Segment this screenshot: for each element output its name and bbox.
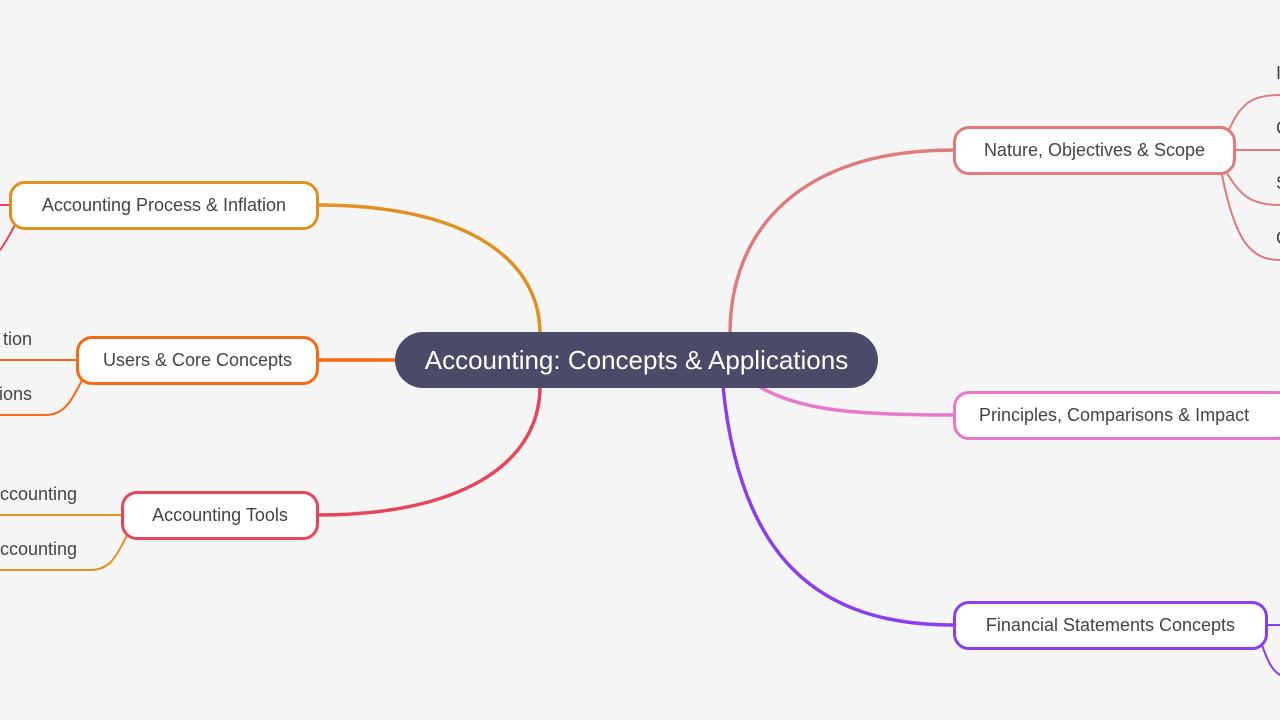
- link-financial: [721, 384, 955, 627]
- node-label: Users & Core Concepts: [102, 350, 293, 370]
- node-users-core[interactable]: Users & Core Concepts: [76, 336, 319, 385]
- leaf-nature-2[interactable]: C: [1276, 118, 1280, 139]
- root-node[interactable]: Accounting: Concepts & Applications: [395, 332, 878, 388]
- leaf-users-1[interactable]: tion: [2, 329, 32, 349]
- link-process: [317, 203, 542, 336]
- link-tools: [317, 384, 542, 517]
- leaf-nature-3[interactable]: S: [1276, 173, 1280, 194]
- node-principles[interactable]: Principles, Comparisons & Impact: [953, 391, 1280, 440]
- node-label: Accounting Process & Inflation: [41, 195, 287, 215]
- node-label: Financial Statements Concepts: [985, 615, 1236, 635]
- node-nature-objectives[interactable]: Nature, Objectives & Scope: [953, 126, 1236, 175]
- node-financial-statements[interactable]: Financial Statements Concepts: [953, 601, 1268, 650]
- leaf-users-2[interactable]: ions: [0, 384, 32, 404]
- leaf-nature-1[interactable]: I: [1276, 63, 1280, 83]
- link-principles: [756, 384, 955, 417]
- leaf-tools-1[interactable]: ccounting: [0, 484, 77, 504]
- node-accounting-process[interactable]: Accounting Process & Inflation: [9, 181, 319, 230]
- leaf-tools-2[interactable]: ccounting: [0, 539, 77, 559]
- leaf-nature-4[interactable]: C: [1276, 228, 1280, 249]
- node-label: Nature, Objectives & Scope: [983, 140, 1206, 160]
- link-nature: [728, 148, 955, 336]
- node-label: Accounting Tools: [152, 505, 288, 525]
- node-accounting-tools[interactable]: Accounting Tools: [121, 491, 319, 540]
- root-label: Accounting: Concepts & Applications: [424, 344, 849, 375]
- node-label: Principles, Comparisons & Impact: [979, 405, 1250, 425]
